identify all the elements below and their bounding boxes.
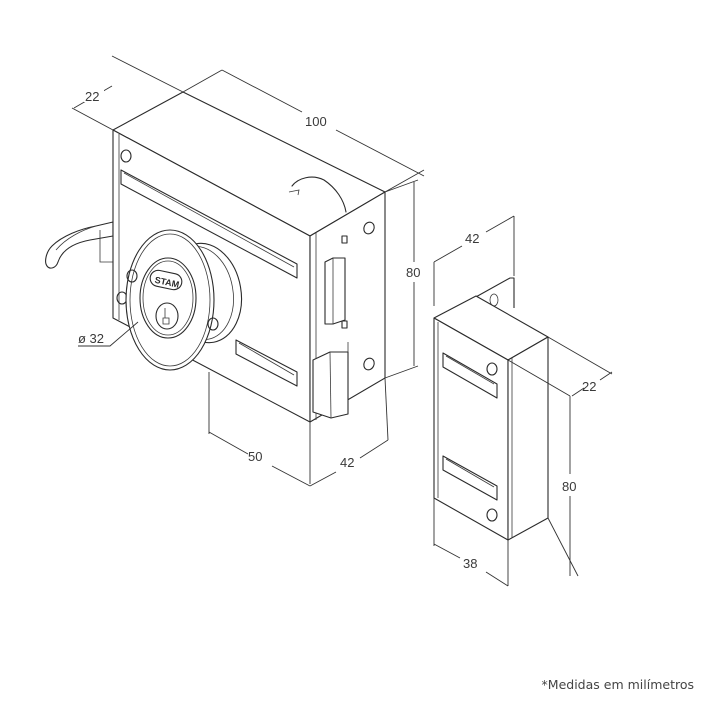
key-cylinder: STAM xyxy=(125,229,243,371)
strike-dimensions: 42 22 80 38 xyxy=(433,215,613,587)
dim-width-top: 100 xyxy=(305,114,327,129)
units-footnote: *Medidas em milímetros xyxy=(541,677,694,692)
thumb-lever xyxy=(45,221,114,269)
lock-dimensions: 22 100 80 ø 32 50 42 xyxy=(71,55,425,487)
dim-depth-top: 22 xyxy=(85,89,99,104)
dim-strike-height: 80 xyxy=(562,479,576,494)
strike-box xyxy=(433,277,549,541)
dim-strike-bottom: 38 xyxy=(463,556,477,571)
dim-strike-side: 22 xyxy=(582,379,596,394)
dim-strike-top: 42 xyxy=(465,231,479,246)
dim-bottom-front: 50 xyxy=(248,449,262,464)
dim-cylinder-diameter: ø 32 xyxy=(78,331,104,346)
dim-height-side: 80 xyxy=(406,265,420,280)
lock-bolt xyxy=(324,257,346,325)
dim-bottom-side: 42 xyxy=(340,455,354,470)
